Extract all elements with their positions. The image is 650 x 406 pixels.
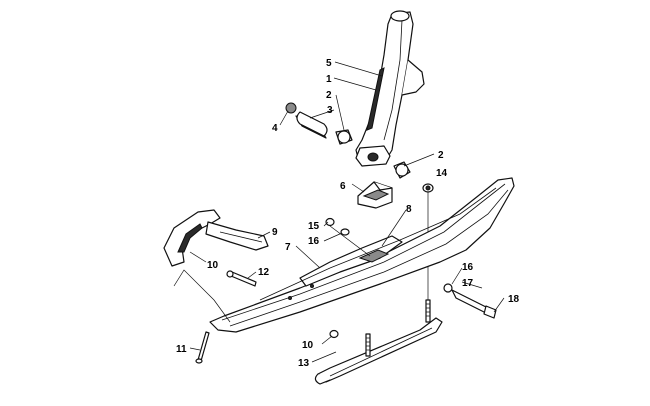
wear-bar <box>314 299 443 385</box>
callout-11: 11 <box>176 344 187 355</box>
spindle <box>355 10 425 167</box>
callout-14: 14 <box>436 168 448 179</box>
callout-16-right: 16 <box>462 262 474 273</box>
bumper-block <box>357 181 393 209</box>
callout-8: 8 <box>406 204 412 215</box>
nut-10-lower <box>329 329 339 339</box>
callout-10-lower: 10 <box>302 340 314 351</box>
ski-handle <box>163 209 269 267</box>
ski <box>209 177 515 333</box>
bolt-12 <box>226 270 257 287</box>
callout-17: 17 <box>462 278 474 289</box>
callout-10: 10 <box>207 260 219 271</box>
nut-15 <box>325 217 371 257</box>
callout-3: 3 <box>327 105 333 116</box>
callout-labels: 5 1 2 3 4 2 14 6 8 15 16 9 7 10 12 16 17… <box>176 58 520 369</box>
bolt-11 <box>195 331 210 364</box>
callout-2: 2 <box>326 90 332 101</box>
callout-12: 12 <box>258 267 270 278</box>
callout-13: 13 <box>298 358 310 369</box>
callout-15: 15 <box>308 221 320 232</box>
callout-2-right: 2 <box>438 150 444 161</box>
spindle-bushings <box>285 102 411 179</box>
callout-5: 5 <box>326 58 332 69</box>
axle-bolt <box>443 281 497 319</box>
callout-4: 4 <box>272 123 278 134</box>
callout-1: 1 <box>326 74 332 85</box>
leader-lines <box>189 61 505 363</box>
callout-16: 16 <box>308 236 320 247</box>
callout-6: 6 <box>340 181 346 192</box>
handle-mount-guide <box>173 269 231 323</box>
callout-9: 9 <box>272 227 278 238</box>
callout-18: 18 <box>508 294 520 305</box>
callout-7: 7 <box>285 242 291 253</box>
